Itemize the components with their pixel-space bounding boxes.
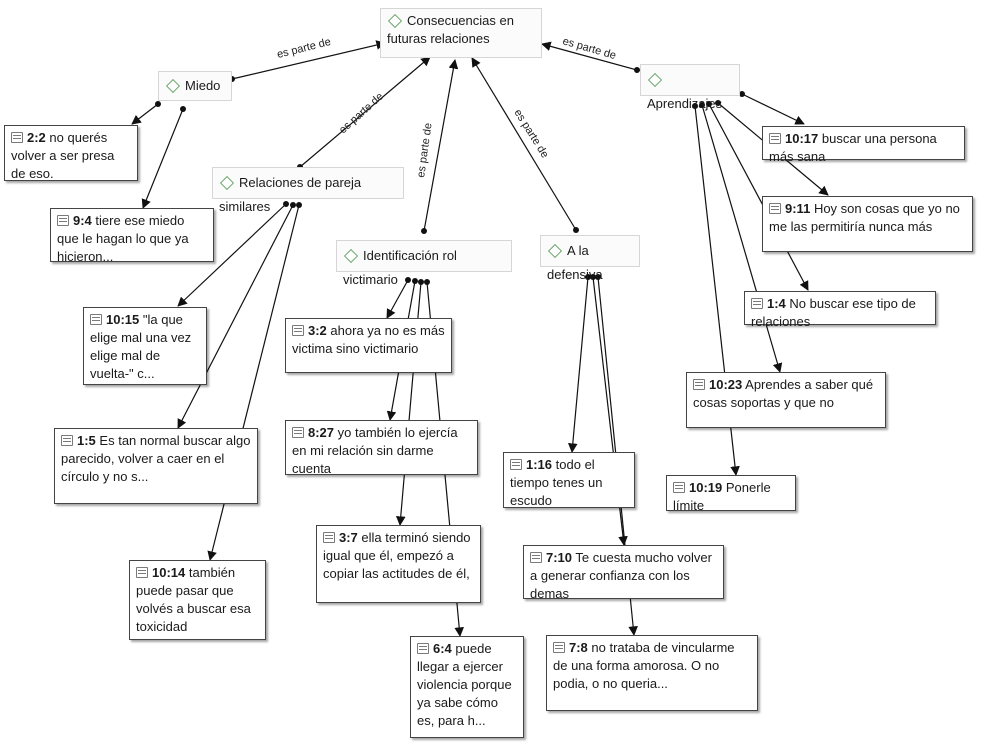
quotation-icon xyxy=(769,133,781,144)
quote-9-4[interactable]: 9:4 tiere ese miedo que le hagan lo que … xyxy=(50,208,214,264)
quote-10-17[interactable]: 10:17 buscar una persona más sana xyxy=(762,126,965,164)
quote-1-16[interactable]: 1:16 todo el tiempo tenes un escudo xyxy=(503,452,635,508)
category-label: A la defensiva xyxy=(547,243,603,282)
quotation-icon xyxy=(510,459,522,470)
category-defensiva[interactable]: A la defensiva xyxy=(540,235,640,282)
quote-10-14[interactable]: 10:14 también puede pasar que volvés a b… xyxy=(129,560,266,640)
quotation-icon xyxy=(11,132,23,143)
quotation-icon xyxy=(693,379,705,390)
category-diamond-icon xyxy=(547,243,563,259)
quote-7-8[interactable]: 7:8 no trataba de vincularme de una form… xyxy=(546,635,758,711)
category-diamond-icon xyxy=(343,248,359,264)
quotation-icon xyxy=(417,643,429,654)
category-diamond-icon xyxy=(387,13,403,29)
quotation-icon xyxy=(323,532,335,543)
quote-7-10[interactable]: 7:10 Te cuesta mucho volver a generar co… xyxy=(523,545,724,601)
category-label: Miedo xyxy=(185,78,221,93)
category-diamond-icon xyxy=(219,175,235,191)
quotation-icon xyxy=(136,567,148,578)
category-diamond-icon xyxy=(647,72,663,88)
quotation-icon xyxy=(57,215,69,226)
edge-label-identificacion: es parte de xyxy=(415,122,435,178)
category-label: Relaciones de pareja similares xyxy=(219,175,362,214)
category-label: Aprendizajes xyxy=(647,96,723,111)
quote-2-2[interactable]: 2:2 no querés volver a ser presa de eso. xyxy=(4,125,138,181)
edge-identificacion-root xyxy=(423,59,459,232)
quote-1-5[interactable]: 1:5 Es tan normal buscar algo parecido, … xyxy=(54,428,258,504)
quotation-icon xyxy=(530,552,542,563)
edge-relaciones-root xyxy=(299,56,431,168)
quotation-icon xyxy=(751,298,763,309)
quotation-icon xyxy=(673,482,685,493)
quote-10-19[interactable]: 10:19 Ponerle límite xyxy=(666,475,796,513)
quote-3-7[interactable]: 3:7 ella terminó siendo igual que él, em… xyxy=(316,525,481,603)
quotation-icon xyxy=(553,642,565,653)
category-relaciones[interactable]: Relaciones de pareja similares xyxy=(212,167,404,214)
category-root[interactable]: Consecuencias en futuras relaciones xyxy=(380,8,542,58)
edges-aprendizajes xyxy=(692,91,829,476)
quote-10-15[interactable]: 10:15 "la que elige mal una vez elige ma… xyxy=(83,307,207,385)
quote-10-23[interactable]: 10:23 Aprendes a saber qué cosas soporta… xyxy=(686,372,886,428)
quote-3-2[interactable]: 3:2 ahora ya no es más victima sino vict… xyxy=(285,318,452,373)
category-miedo[interactable]: Miedo xyxy=(158,71,232,101)
category-identificacion[interactable]: Identificación rol victimario xyxy=(336,240,512,287)
quotation-icon xyxy=(61,435,73,446)
category-label: Identificación rol victimario xyxy=(343,248,457,287)
quotation-icon xyxy=(292,427,304,438)
edge-label-relaciones: es parte de xyxy=(337,90,386,136)
quotation-icon xyxy=(292,325,304,336)
quotation-icon xyxy=(769,203,781,214)
quote-6-4[interactable]: 6:4 puede llegar a ejercer violencia por… xyxy=(410,636,524,738)
quotation-icon xyxy=(90,314,102,325)
category-diamond-icon xyxy=(165,78,181,94)
quote-8-27[interactable]: 8:27 yo también lo ejercía en mi relació… xyxy=(285,420,478,476)
category-aprendizajes[interactable]: Aprendizajes xyxy=(640,64,740,111)
category-label: Consecuencias en futuras relaciones xyxy=(387,13,514,46)
quote-9-11[interactable]: 9:11 Hoy son cosas que yo no me las perm… xyxy=(762,196,973,252)
edge-defensiva-root xyxy=(471,57,577,231)
edge-aprendizajes-root xyxy=(541,41,638,71)
edge-miedo-root xyxy=(231,40,386,80)
edge-label-aprendizajes: es parte de xyxy=(561,35,617,62)
quote-1-4[interactable]: 1:4 No buscar ese tipo de relaciones xyxy=(744,291,936,329)
edges-miedo xyxy=(131,101,186,209)
